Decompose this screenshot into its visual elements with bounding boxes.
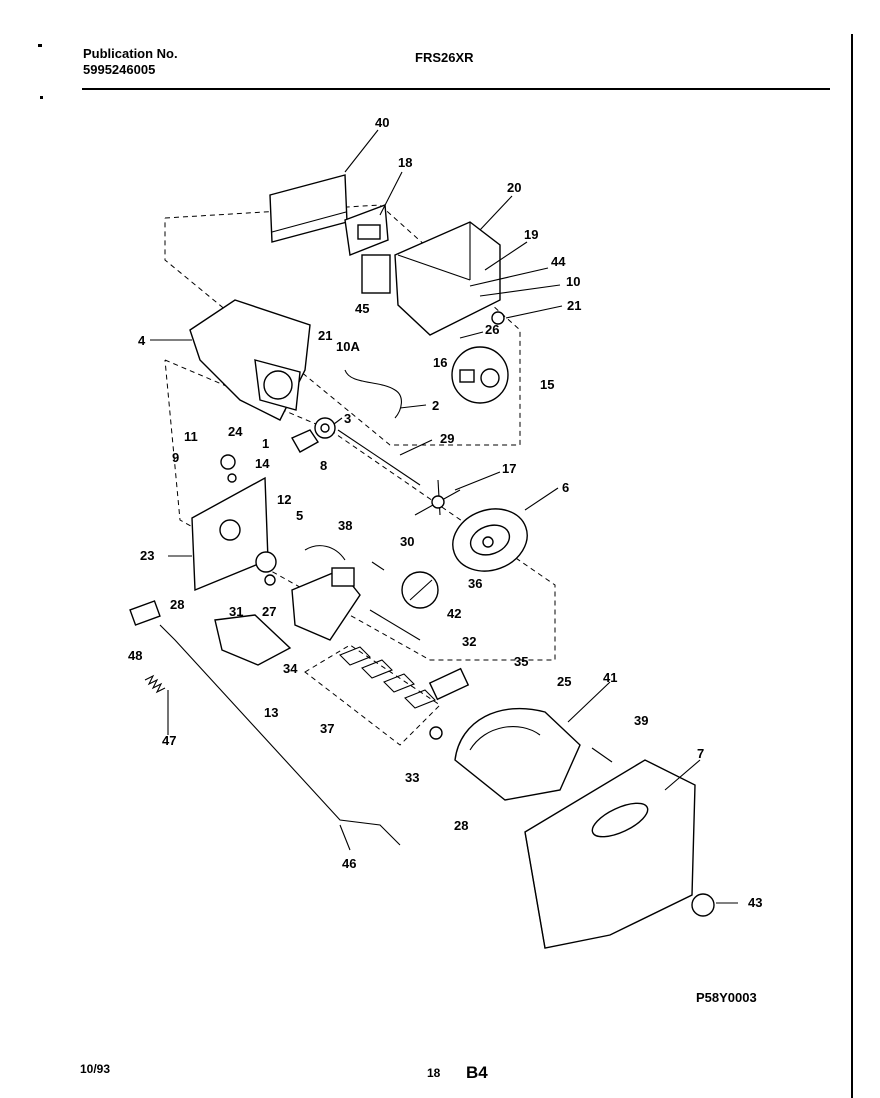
callout: 36 xyxy=(468,576,482,591)
part-35-spacer xyxy=(428,667,470,701)
footer-date: 10/93 xyxy=(80,1062,111,1076)
diagram-code: P58Y0003 xyxy=(696,990,757,1005)
scan-mark xyxy=(38,44,42,47)
part-7-cover xyxy=(524,759,696,949)
part-40-panel xyxy=(269,174,348,243)
part-5-washer xyxy=(264,574,276,586)
part-43-knob xyxy=(691,893,715,917)
part-9-washer xyxy=(220,454,236,470)
part-48-clip xyxy=(129,600,161,626)
callout: 15 xyxy=(540,377,554,392)
part-13-chute xyxy=(214,614,292,666)
callout: 20 xyxy=(507,180,521,195)
part-29-shaft xyxy=(337,429,421,486)
part-21-nut xyxy=(491,311,505,325)
callout: 23 xyxy=(140,548,154,563)
callout: 27 xyxy=(262,604,276,619)
callout: 9 xyxy=(172,450,179,465)
part-45-switch xyxy=(361,254,391,294)
callout: 11 xyxy=(184,429,198,444)
part-14-screw xyxy=(227,473,237,483)
callout: 8 xyxy=(320,458,327,473)
part-25-housing xyxy=(454,707,581,801)
callout: 47 xyxy=(162,733,176,748)
part-39-screw xyxy=(591,747,613,763)
callout: 25 xyxy=(557,674,571,689)
part-8-bracket xyxy=(291,429,320,453)
callout: 34 xyxy=(283,661,298,676)
callout: 10A xyxy=(336,339,360,354)
leader-lines xyxy=(150,129,738,904)
page-border xyxy=(851,34,853,1098)
part-33-nut xyxy=(429,726,443,740)
part-12-gear xyxy=(255,551,277,573)
callout: 13 xyxy=(264,705,278,720)
part-30-screw xyxy=(371,561,385,571)
part-37-blades xyxy=(339,646,436,709)
middle-assembly-outline xyxy=(164,359,556,661)
callout: 35 xyxy=(514,654,528,669)
callout: 4 xyxy=(138,333,146,348)
callout: 40 xyxy=(375,115,389,130)
part-20-housing xyxy=(394,221,501,336)
callout: 19 xyxy=(524,227,538,242)
callout: 26 xyxy=(485,322,499,337)
part-47-spring xyxy=(144,674,166,694)
callout: 18 xyxy=(398,155,412,170)
callout: 21 xyxy=(318,328,332,343)
publication-label: Publication No. xyxy=(83,46,178,61)
callout: 7 xyxy=(697,746,704,761)
callout: 10 xyxy=(566,274,580,289)
callout: 42 xyxy=(447,606,461,621)
callout: 6 xyxy=(562,480,569,495)
part-32-rod xyxy=(369,609,421,641)
callout: 28 xyxy=(170,597,184,612)
callout: 45 xyxy=(355,301,369,316)
callout: 43 xyxy=(748,895,762,910)
upper-assembly-outline xyxy=(164,204,521,446)
callout: 33 xyxy=(405,770,419,785)
part-15-lamp-group xyxy=(451,346,509,404)
footer-section: B4 xyxy=(466,1063,488,1082)
scan-mark xyxy=(40,96,43,99)
callout: 32 xyxy=(462,634,476,649)
callout: 12 xyxy=(277,492,291,507)
callout: 39 xyxy=(634,713,648,728)
callout: 2 xyxy=(432,398,439,413)
callout: 17 xyxy=(502,461,516,476)
callout-labels: 40 18 20 19 44 10 21 45 26 4 21 10A 2 3 … xyxy=(128,115,762,910)
part-2-wire xyxy=(344,369,402,419)
part-6-wheel xyxy=(452,508,528,572)
callout: 1 xyxy=(262,436,269,451)
callout: 21 xyxy=(567,298,581,313)
callout: 5 xyxy=(296,508,303,523)
callout: 31 xyxy=(229,604,243,619)
part-46-rod xyxy=(159,624,401,846)
callout: 16 xyxy=(433,355,447,370)
publication-number: 5995246005 xyxy=(83,62,156,77)
model-number: FRS26XR xyxy=(415,50,474,65)
callout: 41 xyxy=(603,670,617,685)
callout: 38 xyxy=(338,518,352,533)
part-17-spinner xyxy=(414,479,461,516)
part-38-spring xyxy=(304,545,346,561)
callout: 46 xyxy=(342,856,356,871)
callout: 29 xyxy=(440,431,454,446)
callout: 24 xyxy=(228,424,243,439)
header-rule xyxy=(82,88,830,90)
callout: 37 xyxy=(320,721,334,736)
callout: 30 xyxy=(400,534,414,549)
callout: 48 xyxy=(128,648,142,663)
callout: 44 xyxy=(551,254,566,269)
part-42-disc xyxy=(401,571,439,609)
callout: 3 xyxy=(344,411,351,426)
callout: 14 xyxy=(255,456,270,471)
footer-page: 18 xyxy=(427,1066,441,1080)
callout: 28 xyxy=(454,818,468,833)
